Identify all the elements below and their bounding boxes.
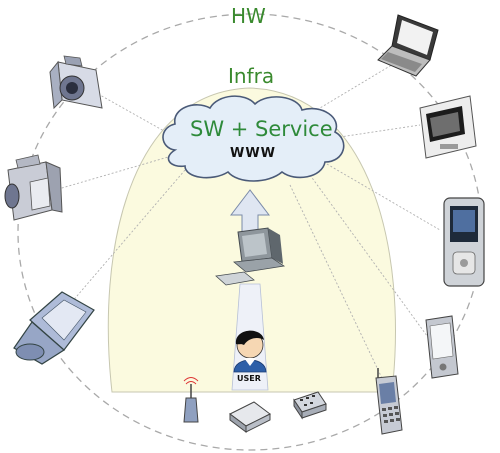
network-switch-icon xyxy=(293,391,327,420)
cloud-title: SW + Service xyxy=(190,117,333,141)
user-label: USER xyxy=(237,374,261,383)
hw-label: HW xyxy=(231,4,266,28)
cloud-subtitle: WWW xyxy=(230,146,277,161)
router-icon xyxy=(229,401,271,433)
camcorder-icon xyxy=(4,154,63,221)
laptop-icon xyxy=(377,14,439,77)
infra-label: Infra xyxy=(228,64,275,88)
media-player-icon xyxy=(419,95,477,159)
desktop-computer-icon xyxy=(215,227,286,286)
cellphone-icon xyxy=(13,291,95,365)
mobile-phone-icon xyxy=(375,368,403,435)
user-avatar-icon xyxy=(233,330,267,373)
pda-icon xyxy=(425,315,459,379)
www-cloud xyxy=(162,95,345,182)
camera-icon xyxy=(49,55,103,110)
mp3-player-icon xyxy=(443,197,485,287)
wireless-antenna-icon xyxy=(183,377,199,423)
